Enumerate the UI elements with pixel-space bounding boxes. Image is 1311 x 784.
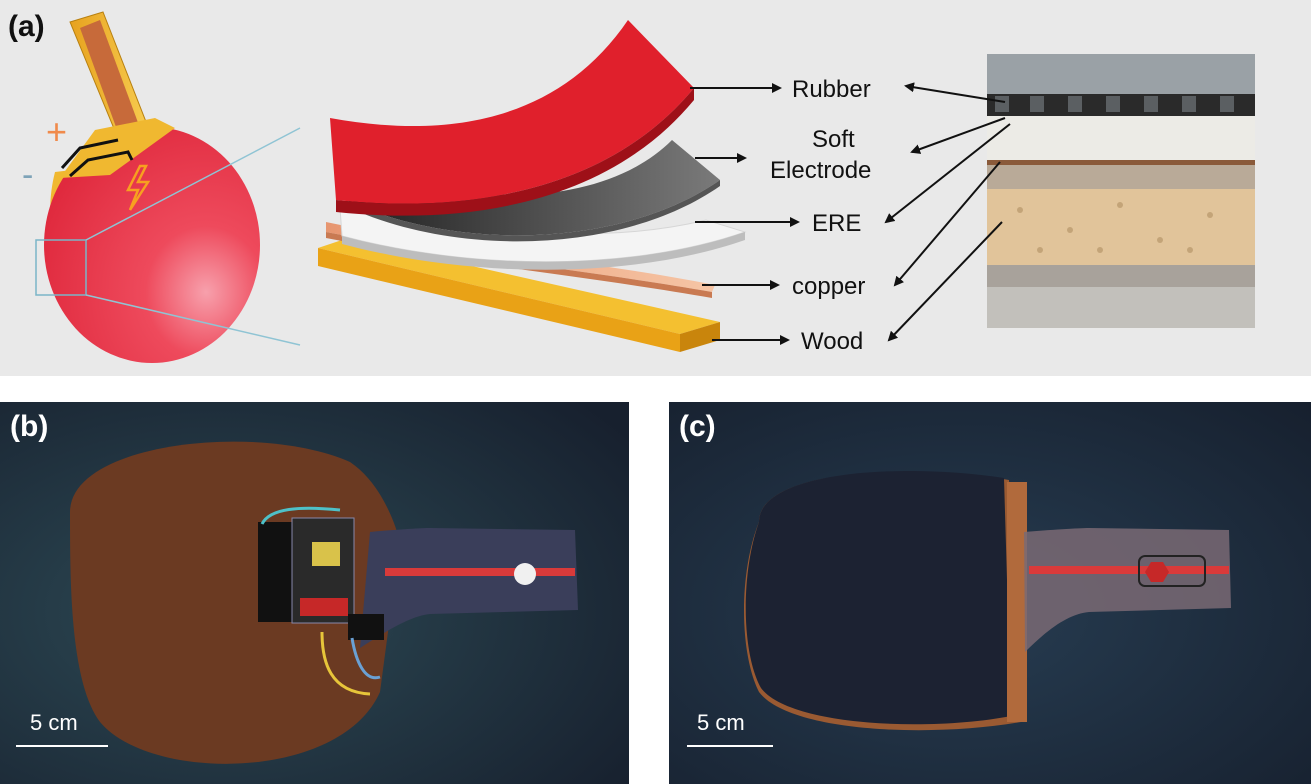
zoom-line-bottom: [85, 294, 301, 346]
copper-strip: [1007, 482, 1027, 722]
rubber-layer: [330, 20, 694, 204]
photo-arrows: [884, 82, 1011, 342]
paddle-handle-b: [360, 528, 578, 648]
label-wood: Wood: [801, 328, 863, 355]
handle-window: [1138, 555, 1206, 587]
panel-label-b: (b): [10, 410, 49, 443]
wire-blue: [350, 637, 381, 680]
paddle-illustration: + -: [22, 11, 301, 363]
wood-layer-side: [680, 322, 720, 352]
panel-b-illustration: [0, 402, 629, 784]
label-ere: ERE: [812, 210, 861, 237]
black-connector: [348, 614, 384, 640]
handle-stripe: [385, 568, 575, 576]
panel-label-c: (c): [679, 410, 716, 443]
layer-labels: Rubber Soft Electrode ERE copper Wood: [690, 76, 871, 355]
layer-stack: [318, 20, 747, 352]
photo-arrow-copper: [893, 161, 1001, 287]
rubber-layer-edge: [336, 88, 694, 216]
electrode-contacts: [60, 138, 134, 178]
red-component: [300, 598, 348, 616]
photo-arrow-electrode: [910, 117, 1006, 154]
panel-c-photo: (c) 5 cm: [669, 402, 1311, 784]
paddle-face: [44, 127, 260, 363]
transformer: [312, 542, 340, 566]
soft-electrode-edge: [346, 180, 720, 242]
panel-c-illustration: [669, 402, 1311, 784]
cross-section-photo: [987, 54, 1255, 328]
panel-a-diagram: + - Rubber Soft: [22, 11, 1255, 363]
label-copper: copper: [792, 273, 865, 300]
panel-b-photo: (b) 5 cm: [0, 402, 629, 784]
photo-arrow-ere: [884, 123, 1011, 224]
minus-sign: -: [22, 156, 33, 194]
photo-arrow-wood: [887, 221, 1003, 342]
wire-cyan: [260, 506, 341, 525]
paddle-neck: [60, 118, 175, 178]
panel-a: (a): [0, 0, 1311, 376]
handle-stripe-c: [1029, 566, 1229, 574]
ere-layer-edge: [342, 232, 745, 270]
wood-layer-front: [318, 248, 680, 352]
lightning-bolt-icon: [125, 164, 151, 211]
scale-label-c: 5 cm: [697, 710, 745, 735]
handle-logo-c: [1145, 562, 1169, 582]
panel-label-a: (a): [8, 10, 45, 43]
scale-label-b: 5 cm: [30, 710, 78, 735]
label-electrode: Electrode: [770, 157, 871, 184]
label-rubber: Rubber: [792, 76, 871, 103]
zoom-line-top: [85, 127, 301, 241]
plus-sign: +: [46, 111, 67, 152]
photo-arrow-rubber: [904, 82, 1006, 103]
wire-yellow: [320, 631, 371, 696]
label-soft: Soft: [812, 126, 855, 153]
paddle-handle-c: [1024, 528, 1231, 652]
handle-logo: [514, 563, 536, 585]
black-rubber-face: [745, 470, 1011, 725]
wood-layer-top: [318, 238, 720, 334]
zoom-box: [35, 239, 87, 296]
paddle-handle-grip: [80, 20, 140, 138]
